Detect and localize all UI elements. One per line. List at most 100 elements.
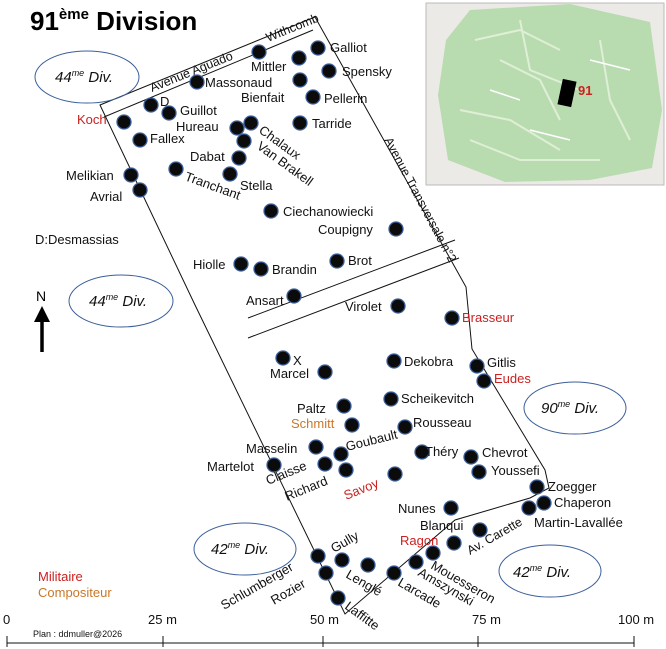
grave-marcel [317,364,333,380]
label-x: X [293,353,302,368]
plan-credit: Plan : ddmuller@2026 [33,629,122,639]
inset-label: 91 [578,83,592,98]
label-ansart: Ansart [246,293,284,308]
grave-blanqui [472,522,488,538]
label-mittler: Mittler [251,59,287,74]
label-massonaud: Massonaud [205,75,272,90]
grave-tarride [292,115,308,131]
division-outline [99,16,550,615]
label-spensky: Spensky [342,64,392,79]
grave-fallex [132,132,148,148]
grave-ciechanowiecki [263,203,279,219]
label-brot: Brot [348,253,372,268]
grave-thery [414,444,430,460]
grave-eudes [476,373,492,389]
inset-division-marker [557,78,577,108]
svg-text:44me Div.: 44me Div. [89,292,147,310]
grave-x [275,350,291,366]
neighbor-division-44-top: 44me Div. [34,50,140,104]
svg-text:42me Div.: 42me Div. [211,540,269,558]
label-zoegger: Zoegger [548,479,597,494]
neighbor-division-90: 90me Div. [523,381,627,435]
grave-lengle [360,557,376,573]
label-dekobra: Dekobra [404,354,454,369]
label-avrial: Avrial [90,189,122,204]
scale-tick-0: 0 [3,612,10,627]
label-schmitt: Schmitt [291,416,335,431]
street-av-carette: Av. Carette [465,515,525,558]
grave-laffitte [330,590,346,606]
grave-hureau [229,120,245,136]
label-fallex: Fallex [150,131,185,146]
label-melikian: Melikian [66,168,114,183]
scale-tick-75: 75 m [472,612,501,627]
grave-martin-lavallee [521,500,537,516]
grave-markers [116,40,552,606]
grave-richard [338,462,354,478]
label-stella: Stella [240,178,273,193]
grave-dekobra [386,353,402,369]
label-virolet: Virolet [345,299,382,314]
scale-tick-25: 25 m [148,612,177,627]
grave-mouesseron [425,545,441,561]
grave-virolet [390,298,406,314]
grave-withcomb [291,50,307,66]
grave-ragon [446,535,462,551]
grave-brot [329,253,345,269]
grave-rozier [318,565,334,581]
svg-text:N: N [36,288,46,304]
north-arrow: N [34,288,50,352]
grave-massonaud [189,74,205,90]
grave-chevrot [463,449,479,465]
grave-brandin [253,261,269,277]
label-marcel: Marcel [270,366,309,381]
grave-rousseau [397,419,413,435]
label-youssefi: Youssefi [491,463,540,478]
label-tarride: Tarride [312,116,352,131]
grave-brasseur [444,310,460,326]
label-masselin: Masselin [246,441,297,456]
svg-text:44me Div.: 44me Div. [55,68,113,86]
label-rousseau: Rousseau [413,415,472,430]
label-martin-lavallee: Martin-Lavallée [534,515,623,530]
label-hiolle: Hiolle [193,257,226,272]
grave-stella [222,166,238,182]
label-paltz: Paltz [297,401,326,416]
grave-schlumberger [310,548,326,564]
grave-spensky [321,63,337,79]
inset-map: 91 [425,2,665,186]
legend-composer: Compositeur [38,585,112,600]
desmassias-label: D:Desmassias [35,232,119,247]
label-chaperon: Chaperon [554,495,611,510]
grave-guillot [161,105,177,121]
page-title: 91ème Division [30,6,197,36]
label-blanqui: Blanqui [420,518,463,533]
grave-claisse [317,456,333,472]
grave-d [143,97,159,113]
grave-hiolle [233,256,249,272]
neighbor-division-44-middle: 44me Div. [68,274,174,328]
grave-martelot [266,457,282,473]
svg-text:42me Div.: 42me Div. [513,563,571,581]
grave-amszynski [408,554,424,570]
grave-gully [334,552,350,568]
label-pellerin: Pellerin [324,91,367,106]
label-dabat: Dabat [190,149,225,164]
label-gully: Gully [328,528,362,556]
grave-mittler [251,44,267,60]
label-d: D [160,94,169,109]
grave-masselin [308,439,324,455]
label-eudes: Eudes [494,371,531,386]
grave-paltz [336,398,352,414]
neighbor-division-42-right: 42me Div. [498,544,602,598]
scale-tick-50: 50 m [310,612,339,627]
scale-tick-100: 100 m [618,612,654,627]
label-martelot: Martelot [207,459,254,474]
label-ragon: Ragon [400,533,438,548]
label-chevrot: Chevrot [482,445,528,460]
svg-text:90me Div.: 90me Div. [541,399,599,417]
grave-dabat [231,150,247,166]
grave-tranchant [168,161,184,177]
label-laffitte: Laffitte [342,598,382,633]
